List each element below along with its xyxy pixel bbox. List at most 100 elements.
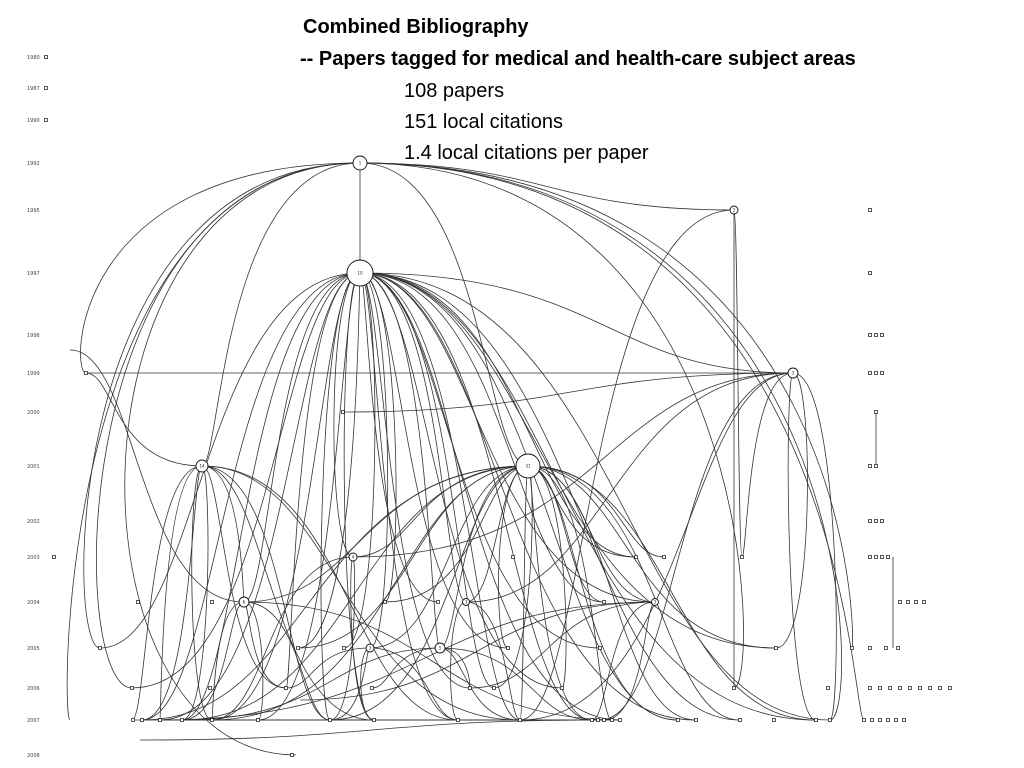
paper-dot: [898, 600, 902, 604]
citation-edge: [369, 647, 459, 721]
citation-edge: [359, 162, 735, 211]
paper-dot: [694, 718, 698, 722]
paper-dot: [618, 718, 622, 722]
citation-edge: [465, 601, 521, 721]
citation-edge: [201, 465, 331, 721]
paper-dot: [44, 86, 48, 90]
node-circle: [365, 643, 375, 653]
citation-edge: [371, 647, 441, 689]
paper-node: 10: [346, 259, 374, 287]
citation-edge: [342, 372, 794, 413]
paper-node: 3: [462, 598, 470, 606]
citation-edge: [359, 272, 637, 558]
citation-edge: [201, 465, 459, 721]
paper-dot: [886, 555, 890, 559]
paper-dot: [136, 600, 140, 604]
citation-edge: [243, 465, 529, 603]
citation-edge: [359, 162, 744, 689]
citation-edge: [359, 162, 854, 649]
paper-dot: [880, 519, 884, 523]
paper-dot: [596, 718, 600, 722]
citation-edge: [352, 372, 794, 558]
citation-edge: [359, 272, 593, 721]
year-label: 1992: [27, 161, 40, 167]
citation-edge: [131, 272, 361, 689]
citation-edge: [527, 465, 697, 721]
citation-edge: [285, 647, 371, 689]
paper-dot: [634, 555, 638, 559]
citation-edge: [359, 272, 777, 649]
node-label: 1: [359, 161, 362, 166]
citation-edge: [243, 601, 331, 721]
citation-edge: [359, 272, 656, 603]
paper-dot: [180, 718, 184, 722]
citation-edge: [131, 465, 203, 721]
paper-dot: [908, 686, 912, 690]
year-label: 2006: [27, 686, 40, 692]
citation-edge: [359, 272, 521, 721]
citation-edge: [159, 601, 656, 721]
paper-dot: [328, 718, 332, 722]
citation-edge: [141, 465, 529, 721]
citation-edge: [359, 272, 817, 721]
citation-edge: [527, 465, 777, 649]
paper-dot: [518, 718, 522, 722]
paper-dot: [732, 686, 736, 690]
citation-edge: [465, 372, 794, 603]
citation-edge: [493, 465, 533, 689]
paper-dot: [868, 333, 872, 337]
paper-dot: [468, 686, 472, 690]
year-label: 2002: [27, 519, 40, 525]
diagram-title: Combined Bibliography: [303, 16, 529, 38]
citation-edge: [591, 601, 656, 721]
citation-edge: [359, 272, 679, 721]
citation-edge: [80, 162, 361, 374]
paper-dot: [456, 718, 460, 722]
paper-dot: [870, 718, 874, 722]
citation-edge: [96, 162, 361, 689]
paper-dot: [868, 686, 872, 690]
paper-dot: [772, 718, 776, 722]
paper-dot: [436, 600, 440, 604]
paper-dot: [610, 718, 614, 722]
paper-dot: [662, 555, 666, 559]
citation-edge: [519, 465, 529, 721]
citation-edge: [211, 556, 354, 721]
paper-dot: [896, 646, 900, 650]
paper-dot: [868, 371, 872, 375]
paper-dot: [880, 555, 884, 559]
citation-edge: [439, 647, 471, 689]
citation-edge: [285, 272, 361, 689]
paper-dot: [210, 718, 214, 722]
citation-edge: [527, 465, 665, 558]
paper-dot: [878, 718, 882, 722]
node-label: 3: [465, 600, 468, 605]
paper-dot: [84, 371, 88, 375]
paper-dot: [878, 686, 882, 690]
paper-dot: [370, 686, 374, 690]
year-label: 1990: [27, 118, 40, 124]
citation-edge: [329, 556, 356, 721]
citation-edge: [469, 601, 656, 689]
paper-dot: [740, 555, 744, 559]
year-axis: 1980198719901992199519971998199920002001…: [27, 55, 40, 759]
paper-dot: [290, 753, 294, 757]
paper-node: 3: [787, 367, 799, 379]
citation-edge: [352, 465, 529, 558]
paper-dot: [938, 686, 942, 690]
paper-dot: [868, 208, 872, 212]
citation-edge: [519, 209, 735, 721]
citation-edge: [141, 465, 203, 721]
paper-dot: [44, 55, 48, 59]
paper-dot: [560, 686, 564, 690]
citation-edge: [299, 601, 656, 701]
paper-dot: [590, 718, 594, 722]
paper-dot: [898, 686, 902, 690]
node-label: 10: [357, 271, 363, 276]
node-circle: [434, 642, 446, 654]
citation-edge: [359, 272, 397, 603]
node-label: 2: [733, 208, 736, 213]
paper-dot: [602, 600, 606, 604]
